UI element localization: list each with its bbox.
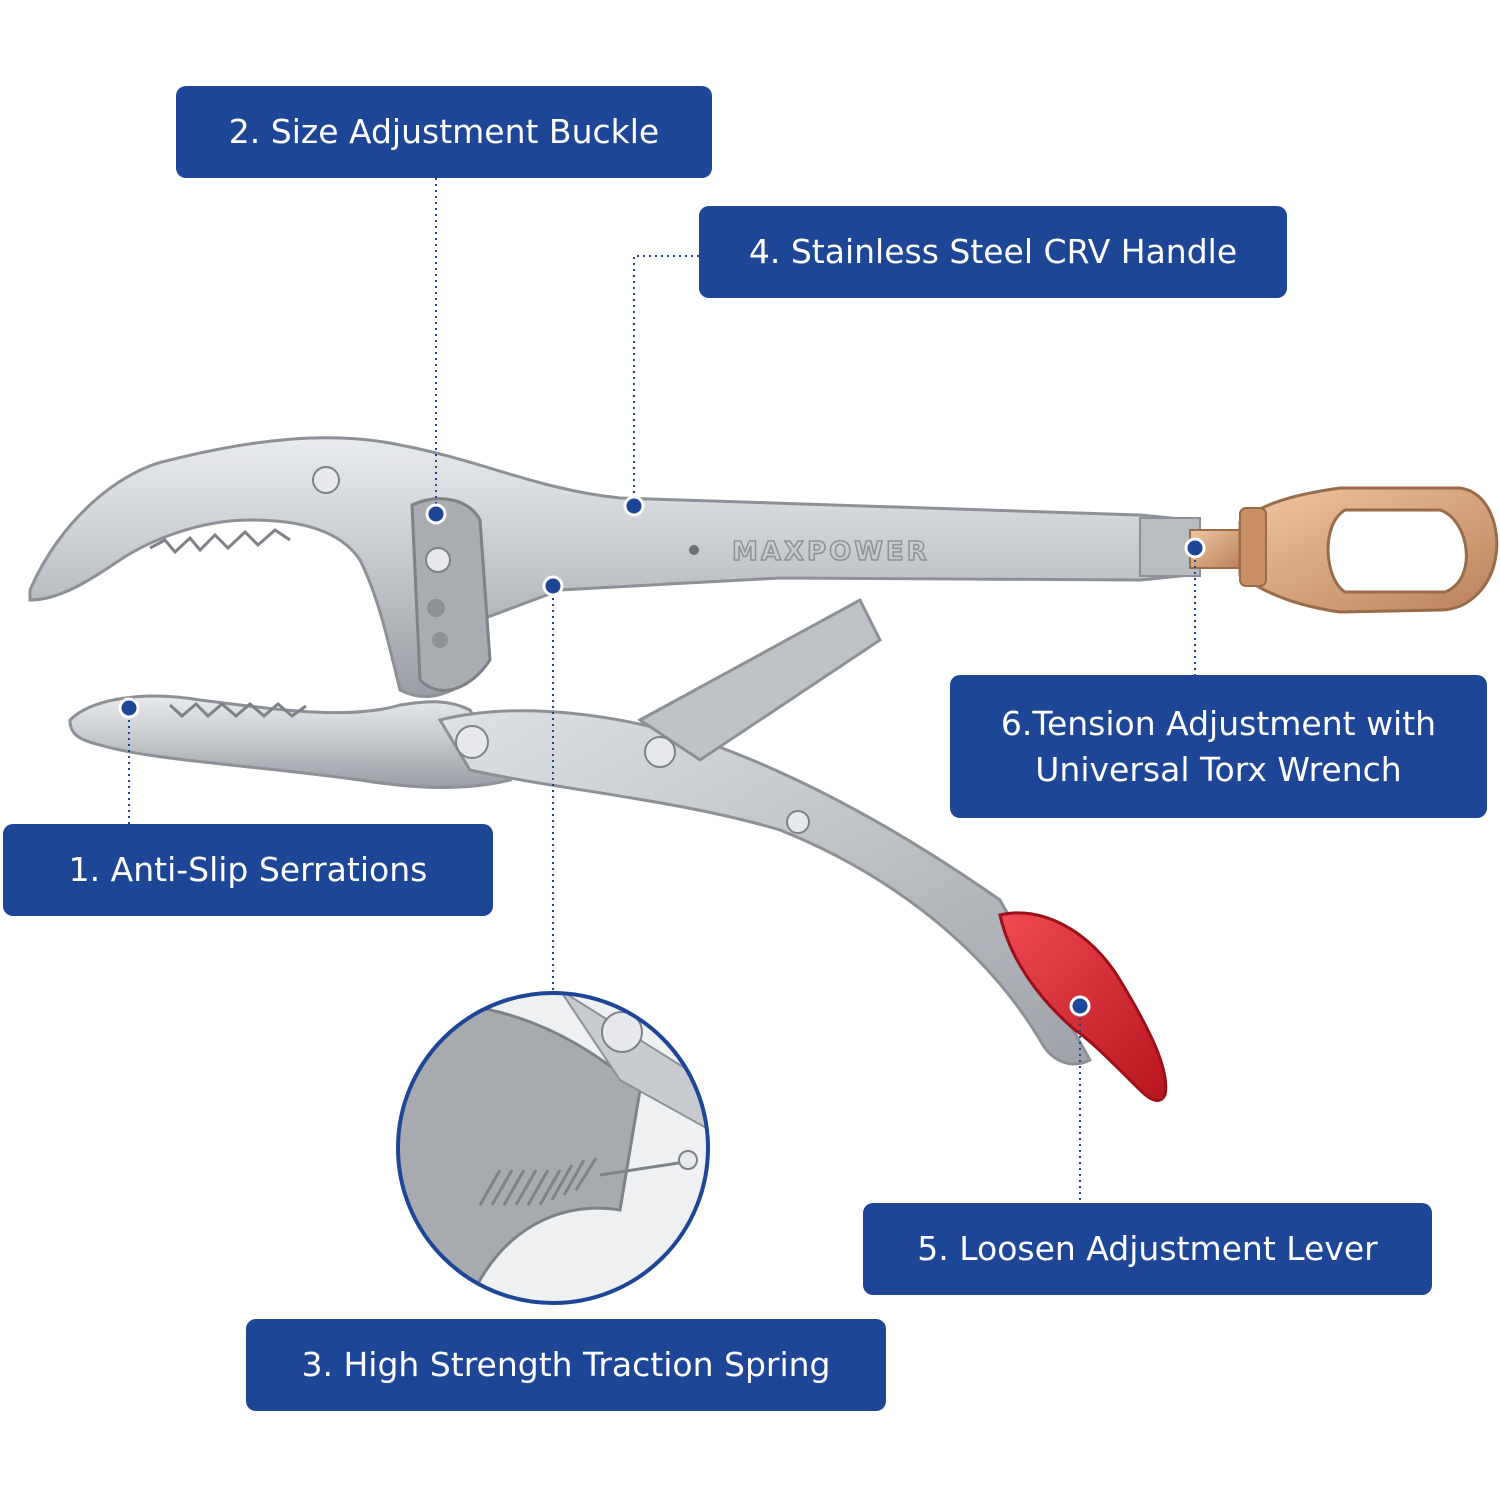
lower-handle (437, 597, 1168, 1102)
lower-jaw (68, 694, 513, 789)
callout-crv-handle: 4. Stainless Steel CRV Handle (699, 206, 1287, 298)
dot-size-buckle (425, 503, 447, 525)
leader-crv-handle (633, 255, 699, 506)
callout-label: 3. High Strength Traction Spring (301, 1345, 831, 1384)
callout-loosen-adjustment-lever: 5. Loosen Adjustment Lever (863, 1203, 1432, 1295)
callout-traction-spring: 3. High Strength Traction Spring (246, 1319, 886, 1411)
callout-label-line2: Universal Torx Wrench (1035, 749, 1402, 789)
dot-release-lever (1069, 995, 1091, 1017)
torx-wrench (1238, 486, 1499, 614)
dot-anti-slip (118, 697, 140, 719)
callout-tension-adjustment: 6.Tension Adjustment with Universal Torx… (950, 675, 1487, 818)
callout-label: 5. Loosen Adjustment Lever (917, 1229, 1378, 1268)
callout-label: 2. Size Adjustment Buckle (228, 112, 660, 151)
leader-lines (128, 178, 1196, 1203)
callout-size-adjustment-buckle: 2. Size Adjustment Buckle (176, 86, 712, 178)
dot-traction-spring (542, 575, 564, 597)
spring-closeup-inset (396, 991, 710, 1305)
callout-label: 4. Stainless Steel CRV Handle (748, 232, 1238, 271)
dot-tension (1184, 537, 1206, 559)
brand-marking: MAXPOWER (732, 537, 930, 567)
callout-label: 1. Anti-Slip Serrations (68, 850, 428, 889)
callout-anti-slip-serrations: 1. Anti-Slip Serrations (3, 824, 493, 916)
marker-dots (118, 495, 1206, 1017)
upper-jaw-and-handle (28, 436, 1241, 699)
dot-crv-handle (623, 495, 645, 517)
callout-label-line1: 6.Tension Adjustment with (1000, 703, 1437, 743)
